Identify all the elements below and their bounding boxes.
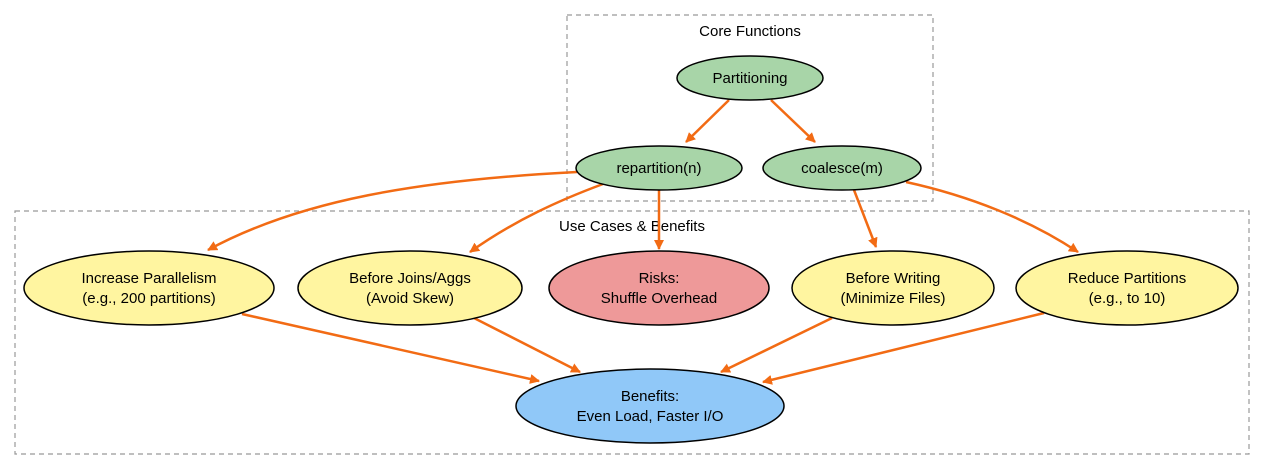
node-partitioning-label-0: Partitioning (712, 70, 787, 87)
node-coalesce-label-0: coalesce(m) (801, 160, 883, 177)
edge-coalesce-reduce (905, 180, 1079, 254)
edge-repartition-parallelism (207, 170, 578, 252)
edge-parallelism-benefits (241, 312, 540, 384)
edge-joins-benefits (473, 316, 581, 374)
edge-repartition-joins (469, 182, 604, 254)
edge-partitioning-repartition (685, 99, 730, 143)
node-writing-label-0: Before Writing (846, 270, 941, 287)
edge-reduce-benefits (762, 311, 1045, 385)
node-risks-label-0: Risks: (639, 270, 680, 287)
node-joins-label-1: (Avoid Skew) (366, 290, 454, 307)
node-parallelism: Increase Parallelism (e.g., 200 partition… (23, 250, 275, 326)
node-parallelism-label-0: Increase Parallelism (81, 270, 216, 287)
node-partitioning: Partitioning (676, 55, 824, 101)
node-parallelism-label-1: (e.g., 200 partitions) (82, 290, 215, 307)
node-joins-label-0: Before Joins/Aggs (349, 270, 471, 287)
node-risks-shape (548, 250, 770, 326)
node-benefits-shape (515, 368, 785, 444)
node-repartition-shape (575, 145, 743, 191)
edges-layer (207, 99, 1079, 385)
edge-partitioning-coalesce (770, 99, 816, 143)
edge-coalesce-writing (852, 189, 878, 248)
node-risks-label-1: Shuffle Overhead (601, 290, 717, 307)
node-benefits-label-0: Benefits: (621, 388, 679, 405)
core-functions-cluster (566, 14, 934, 202)
node-reduce-label-0: Reduce Partitions (1068, 270, 1186, 287)
node-reduce: Reduce Partitions (e.g., to 10) (1015, 250, 1239, 326)
node-benefits: Benefits: Even Load, Faster I/O (515, 368, 785, 444)
node-partitioning-shape (676, 55, 824, 101)
node-coalesce-shape (762, 145, 922, 191)
node-joins: Before Joins/Aggs (Avoid Skew) (297, 250, 523, 326)
node-writing: Before Writing (Minimize Files) (791, 250, 995, 326)
core-functions-label: Core Functions (699, 23, 801, 40)
node-writing-label-1: (Minimize Files) (841, 290, 946, 307)
node-repartition-label-0: repartition(n) (616, 160, 701, 177)
edge-writing-benefits (720, 316, 833, 374)
node-reduce-label-1: (e.g., to 10) (1089, 290, 1166, 307)
nodes-layer: Partitioning repartition(n) coalesce(m) Inc… (23, 55, 1239, 444)
node-repartition: repartition(n) (575, 145, 743, 191)
node-reduce-shape (1015, 250, 1239, 326)
node-writing-shape (791, 250, 995, 326)
node-joins-shape (297, 250, 523, 326)
node-parallelism-shape (23, 250, 275, 326)
node-benefits-label-1: Even Load, Faster I/O (577, 408, 724, 425)
node-risks: Risks: Shuffle Overhead (548, 250, 770, 326)
use-cases-cluster (14, 210, 1250, 455)
use-cases-label: Use Cases & Benefits (559, 218, 705, 235)
node-coalesce: coalesce(m) (762, 145, 922, 191)
